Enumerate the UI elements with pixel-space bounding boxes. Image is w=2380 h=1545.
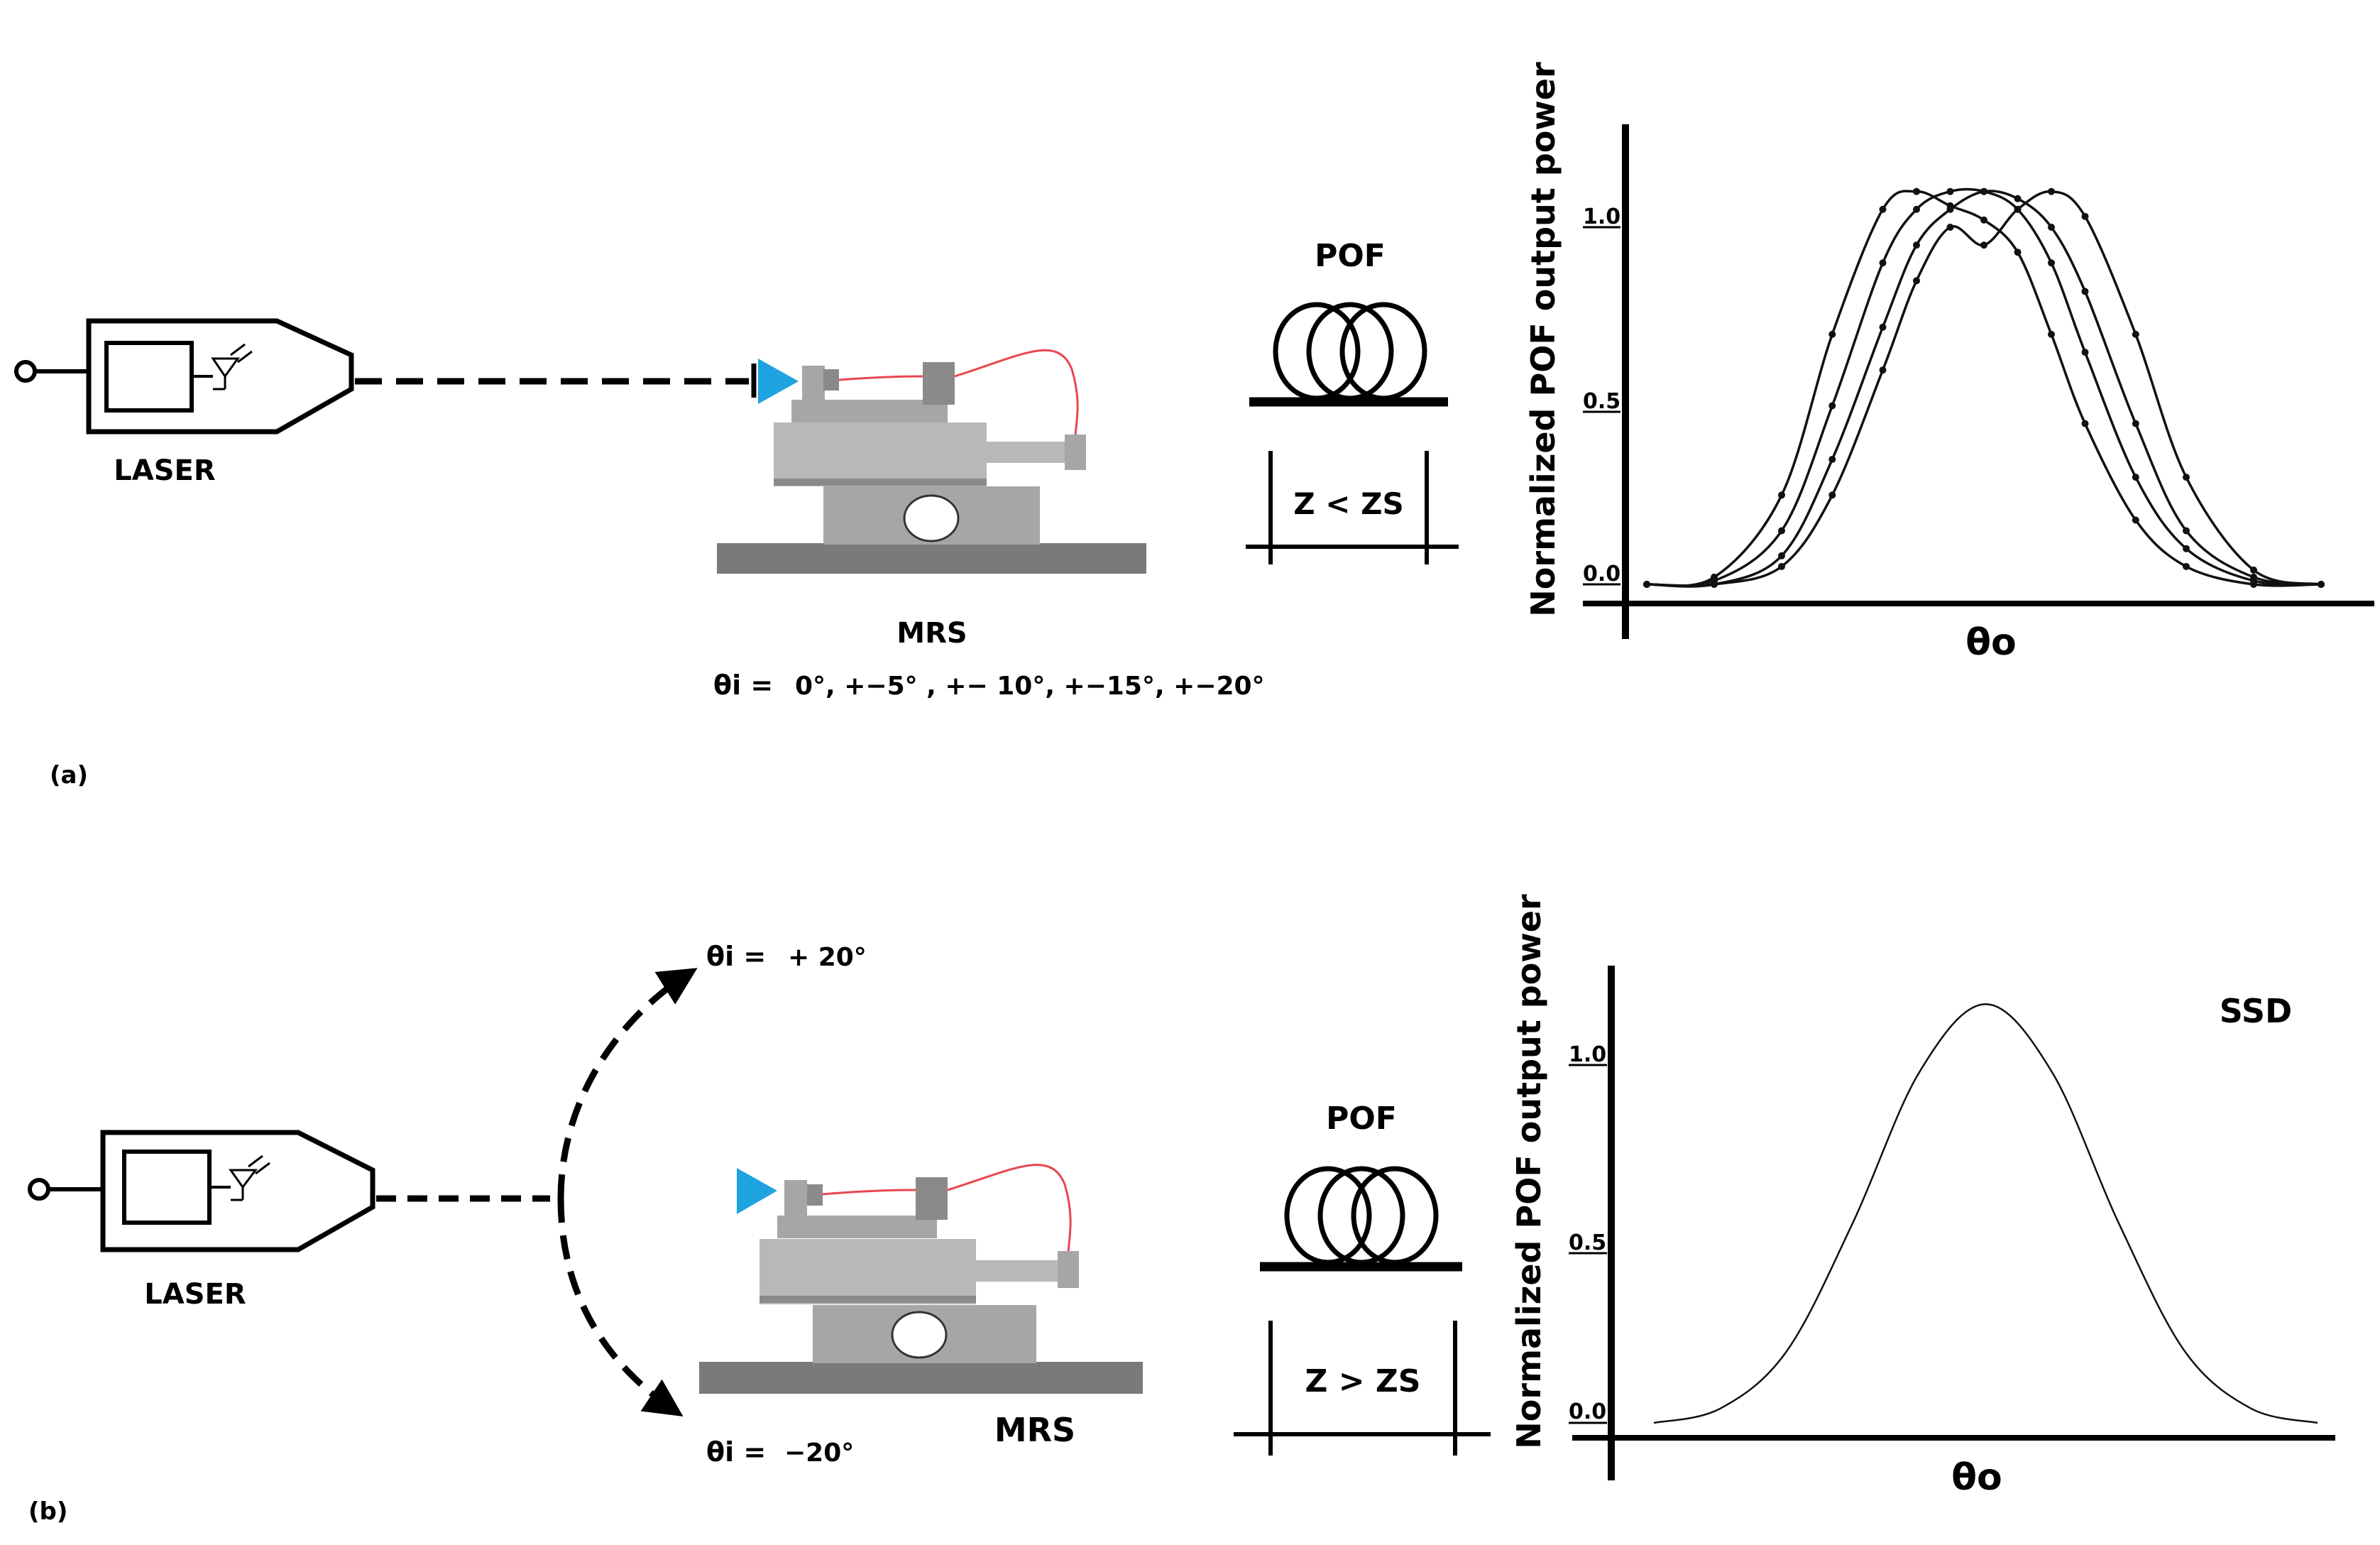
chart-a-series-group <box>1643 187 2325 588</box>
pof-coil-a <box>1249 302 1448 407</box>
chart-a-xlabel: θo <box>1965 621 2016 664</box>
chart-a-series-3-point-2 <box>1778 562 1785 570</box>
chart-a-series-0-point-5 <box>1913 187 1920 195</box>
chart-a-series-1-point-4 <box>1879 259 1887 267</box>
z-label-a: Z < ZS <box>1293 486 1404 521</box>
panel-a: LASER MRS θi = 0°, +−5° , +− 10°, +−15°,… <box>14 62 2374 790</box>
panel-tag-a: (a) <box>50 761 88 790</box>
chart-a-series-1-point-2 <box>1778 527 1785 535</box>
chart-a-series-1-point-11 <box>2132 474 2139 481</box>
chart-a-series-3-point-1 <box>1711 581 1718 588</box>
laser-label-a: LASER <box>114 454 215 487</box>
theta-i-top-value: + 20° <box>788 943 867 972</box>
chart-a-series-2-point-12 <box>2183 527 2190 535</box>
z-bracket-a <box>1246 451 1459 564</box>
chart-a-series-3-point-7 <box>1980 241 1987 249</box>
chart-a-series-2-line <box>1646 190 2322 588</box>
chart-b-ytick-0: 0.0 <box>1569 1399 1606 1424</box>
chart-b-ytick-2: 1.0 <box>1569 1042 1606 1067</box>
pof-label-a: POF <box>1315 238 1386 274</box>
laser-label-b: LASER <box>144 1278 246 1311</box>
laser-device-b <box>28 1130 375 1252</box>
chart-a-series-1-point-12 <box>2183 545 2190 552</box>
beam-arrow-b <box>737 1168 777 1214</box>
chart-a-series-2-point-4 <box>1879 323 1887 331</box>
chart-a-ylabel: Normalized POF output power <box>1524 62 1562 617</box>
theta-i-bottom-value: −20° <box>784 1438 854 1468</box>
chart-a-series-0-point-8 <box>2014 249 2022 256</box>
chart-a-series-1-point-6 <box>1946 187 1954 195</box>
chart-b-xlabel: θo <box>1951 1456 2002 1499</box>
chart-a-series-1-point-10 <box>2081 349 2089 356</box>
chart-a-series-3-point-14 <box>2318 581 2325 588</box>
chart-b-ylabel: Normalized POF output power <box>1510 894 1548 1449</box>
chart-a-series-0-point-11 <box>2132 516 2139 524</box>
mrs-stage-a <box>717 349 1146 574</box>
pof-label-b: POF <box>1326 1101 1397 1137</box>
chart-a-series-0-point-9 <box>2048 330 2055 338</box>
chart-a-series-2-point-5 <box>1913 241 1920 249</box>
theta-i-label-a: θi = <box>713 670 773 701</box>
chart-a-series-1-line <box>1646 187 2322 587</box>
chart-a-series-3-line <box>1646 190 2322 587</box>
beam-arrow-a <box>758 359 799 404</box>
chart-a-series-2-point-13 <box>2250 573 2257 581</box>
chart-a-series-3-point-8 <box>2014 205 2022 213</box>
chart-a-series-3-point-12 <box>2183 474 2190 481</box>
chart-a-ytick-1: 0.5 <box>1583 389 1621 414</box>
chart-a-series-0-line <box>1646 190 2322 587</box>
chart-b-ytick-1: 0.5 <box>1569 1230 1606 1255</box>
panel-b: LASER θi = + 20° θi = −20° MRS <box>28 894 2335 1526</box>
laser-device-a <box>14 318 354 435</box>
chart-a-series-0-point-2 <box>1778 491 1785 499</box>
chart-a-series-2-point-7 <box>1980 187 1987 195</box>
chart-a-series-3-point-9 <box>2048 187 2055 195</box>
chart-b-series-0-line <box>1653 1003 2318 1424</box>
chart-a-series-2-point-10 <box>2081 288 2089 295</box>
chart-a-series-3-point-5 <box>1913 277 1920 285</box>
theta-i-values-a: 0°, +−5° , +− 10°, +−15°, +−20° <box>795 672 1265 701</box>
angle-arc-top <box>557 968 698 1199</box>
pof-coil-b <box>1260 1166 1462 1272</box>
chart-a-series-3-point-0 <box>1643 581 1650 588</box>
chart-b: Normalized POF output power θo SSD 0.0 0… <box>1510 894 2335 1499</box>
chart-b-annotation: SSD <box>2220 992 2292 1030</box>
chart-a-series-3-point-3 <box>1828 491 1836 499</box>
chart-a-series-3-point-11 <box>2132 330 2139 338</box>
chart-a: Normalized POF output power θo 0.0 0.5 1… <box>1524 62 2374 664</box>
chart-a-ytick-2: 1.0 <box>1583 204 1621 229</box>
mrs-label-b: MRS <box>994 1411 1075 1449</box>
chart-a-series-2-point-9 <box>2048 224 2055 231</box>
chart-a-series-2-point-2 <box>1778 552 1785 559</box>
chart-b-series-group <box>1653 1003 2318 1424</box>
chart-a-series-0-point-10 <box>2081 420 2089 427</box>
chart-a-series-1-point-9 <box>2048 259 2055 267</box>
chart-a-series-0-point-4 <box>1879 205 1887 213</box>
panel-tag-b: (b) <box>28 1497 67 1526</box>
mrs-label-a: MRS <box>896 617 967 650</box>
chart-a-series-1-point-3 <box>1828 402 1836 410</box>
chart-a-series-3-point-10 <box>2081 212 2089 220</box>
z-label-b: Z > ZS <box>1305 1363 1420 1399</box>
theta-i-label-b-top: θi = <box>706 941 766 972</box>
chart-a-series-2-point-3 <box>1828 456 1836 463</box>
chart-a-series-3-point-13 <box>2250 566 2257 574</box>
chart-a-series-0-point-12 <box>2183 562 2190 570</box>
z-bracket-b <box>1234 1321 1491 1456</box>
angle-arc-bottom <box>557 1198 684 1416</box>
mrs-stage-b <box>699 1164 1143 1394</box>
chart-a-series-0-point-7 <box>1980 216 1987 224</box>
chart-a-series-2-point-11 <box>2132 420 2139 427</box>
chart-a-series-3-point-6 <box>1946 224 1954 231</box>
chart-a-series-1-point-5 <box>1913 205 1920 213</box>
chart-a-series-2-point-6 <box>1946 205 1954 213</box>
chart-a-series-0-point-3 <box>1828 330 1836 338</box>
chart-a-series-2-point-8 <box>2014 195 2022 202</box>
theta-i-label-b-bottom: θi = <box>706 1436 766 1468</box>
chart-a-ytick-0: 0.0 <box>1583 562 1621 586</box>
chart-a-series-3-point-4 <box>1879 366 1887 374</box>
